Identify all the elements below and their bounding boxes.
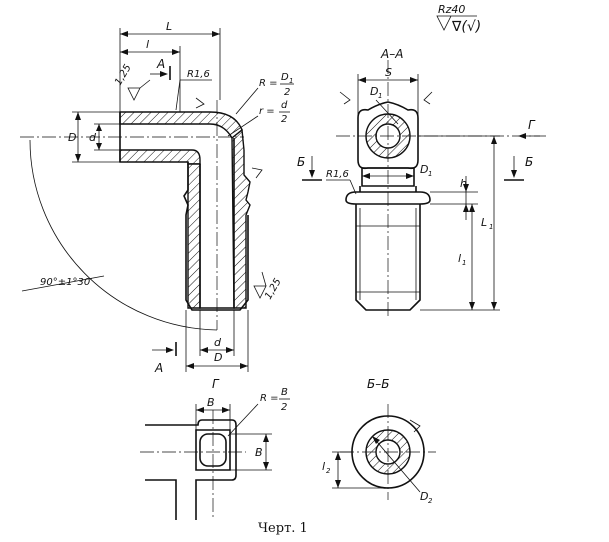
section-mark-A-top: A xyxy=(156,57,165,71)
section-AA-view: A–A S D 1 Г xyxy=(297,47,546,318)
elbow-horizontal-wall-bottom xyxy=(119,149,201,165)
dim-d-bottom-label: d xyxy=(214,336,222,349)
view-G: Г B B R = B 2 xyxy=(140,377,290,520)
main-view-elbow: L l D d 1,25 A R1,6 R = xyxy=(20,20,294,375)
section-AA-title: A–A xyxy=(380,47,403,61)
section-AA-dim-D1-top: D xyxy=(370,85,378,98)
section-AA-radius-R16: R1,6 xyxy=(326,169,349,180)
dim-L-label: L xyxy=(166,20,172,33)
elbow-vertical-wall-right xyxy=(231,128,251,309)
radius-inner-num: d xyxy=(281,100,288,111)
section-mark-A-bottom: A xyxy=(154,361,163,375)
radius-outer-num-sub: 1 xyxy=(289,77,293,85)
elbow-vertical-wall-left xyxy=(187,163,201,309)
radius-R16-label: R1,6 xyxy=(187,69,210,80)
section-BB-dim-l2: l xyxy=(322,460,325,473)
radius-outer-num: D xyxy=(281,72,289,83)
section-AA-dim-L1: L xyxy=(481,216,487,229)
dim-d-left-label: d xyxy=(89,131,97,144)
view-G-dim-B-top: B xyxy=(207,396,215,409)
finish-bottom-label: 1,25 xyxy=(263,277,284,302)
section-AA-dim-L1-sub: 1 xyxy=(489,223,493,231)
section-AA-dim-D1-mid: D xyxy=(420,163,428,176)
radius-inner-den: 2 xyxy=(281,114,287,125)
radius-outer-callout: R = D 1 2 xyxy=(235,72,294,115)
section-BB-title: Б–Б xyxy=(367,377,389,391)
dim-D-left-label: D xyxy=(68,131,76,144)
radius-inner-prefix: r = xyxy=(259,106,275,117)
section-AA-dim-l1: l xyxy=(458,252,461,265)
view-G-title: Г xyxy=(212,377,220,391)
radius-outer-den: 2 xyxy=(284,87,290,98)
finish-left-label: 1,25 xyxy=(113,63,134,88)
elbow-horizontal-wall-top xyxy=(119,111,243,140)
section-BB-dim-D2: D xyxy=(420,490,428,503)
view-G-radius-num: B xyxy=(281,387,288,398)
surface-finish-symbol: ∇(√) xyxy=(451,19,481,35)
view-G-dim-B-right: B xyxy=(255,446,263,459)
figure-caption: Черт. 1 xyxy=(258,521,308,536)
section-BB-dim-D2-sub: 2 xyxy=(428,497,433,505)
section-AA-dim-h: h xyxy=(460,177,467,190)
dim-D-bottom-label: D xyxy=(214,351,222,364)
radius-inner-callout: r = d 2 xyxy=(227,100,290,137)
radius-outer-prefix: R = xyxy=(259,78,278,89)
dim-l-label: l xyxy=(146,38,149,51)
section-mark-B-right: Б xyxy=(525,155,533,169)
view-mark-G: Г xyxy=(528,118,536,132)
section-mark-B-left: Б xyxy=(297,155,305,169)
surface-finish-mark: Rz40 ∇(√) xyxy=(436,3,481,35)
surface-roughness-label: Rz40 xyxy=(438,3,465,16)
section-AA-dim-D1-mid-sub: 1 xyxy=(428,170,432,178)
section-BB-dim-l2-sub: 2 xyxy=(326,467,331,475)
section-AA-dim-S: S xyxy=(385,66,392,79)
view-G-radius-den: 2 xyxy=(281,402,287,413)
view-G-radius-prefix: R = xyxy=(260,393,279,404)
section-AA-dim-l1-sub: 1 xyxy=(462,259,466,267)
section-BB-view: Б–Б l 2 D 2 xyxy=(322,377,436,505)
section-AA-dim-D1-top-sub: 1 xyxy=(378,92,382,100)
